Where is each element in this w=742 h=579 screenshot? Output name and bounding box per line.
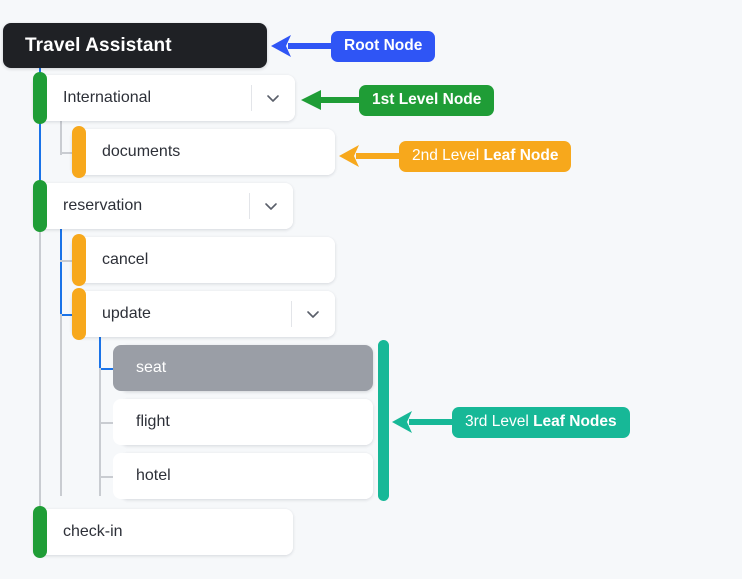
tree-node-seat[interactable]: seat xyxy=(113,345,373,391)
root-node[interactable]: Travel Assistant xyxy=(3,23,267,68)
annotation-label: 3rd Level Leaf Nodes xyxy=(452,407,630,438)
tree-node-hotel[interactable]: hotel xyxy=(113,453,373,499)
tree-node-flight[interactable]: flight xyxy=(113,399,373,445)
annotation-text-bold: Leaf Nodes xyxy=(533,413,617,430)
expand-toggle-international[interactable] xyxy=(251,75,295,121)
annotation-level1-node: 1st Level Node xyxy=(299,85,495,116)
tree-node-international[interactable]: International xyxy=(33,72,295,124)
expand-toggle-update[interactable] xyxy=(291,291,335,337)
tree-node-label: check-in xyxy=(63,523,123,540)
connector-spine-reservation xyxy=(60,228,62,316)
connector-stub-flight xyxy=(99,422,121,424)
node-level-bar xyxy=(33,180,47,232)
annotation-text-bold: Root Node xyxy=(344,37,423,54)
annotation-arrow-left-icon xyxy=(339,145,399,168)
node-level-bar xyxy=(72,234,86,286)
connector-stub-cancel xyxy=(60,260,82,262)
chevron-down-icon xyxy=(305,306,321,322)
annotation-arrow-left-icon xyxy=(301,90,359,111)
annotation-arrow-left-icon xyxy=(392,411,452,434)
annotation-arrow-left-icon xyxy=(271,35,331,58)
annotation-label: Root Node xyxy=(331,31,436,62)
tree-node-update[interactable]: update xyxy=(72,288,335,340)
divider xyxy=(291,301,292,327)
chevron-down-icon xyxy=(263,198,279,214)
tree-node-label: hotel xyxy=(136,467,171,484)
level3-group-bracket xyxy=(378,340,389,501)
node-level-bar xyxy=(72,288,86,340)
annotation-level3-leaf-nodes: 3rd Level Leaf Nodes xyxy=(390,407,630,438)
tree-node-label: update xyxy=(102,305,151,322)
root-node-label: Travel Assistant xyxy=(25,34,172,56)
tree-node-reservation[interactable]: reservation xyxy=(33,180,293,232)
node-level-bar xyxy=(33,506,47,558)
connector-stub-update xyxy=(60,314,82,316)
expand-toggle-reservation[interactable] xyxy=(249,183,293,229)
annotation-text-bold: Leaf Node xyxy=(483,147,559,164)
connector-trunk-inactive xyxy=(39,206,41,531)
chevron-down-icon xyxy=(265,90,281,106)
connector-trunk-active xyxy=(39,68,41,208)
annotation-level2-leaf-node: 2nd Level Leaf Node xyxy=(337,141,572,172)
divider xyxy=(249,193,250,219)
annotation-text-normal: 3rd Level xyxy=(465,413,534,430)
divider xyxy=(251,85,252,111)
connector-spine-international xyxy=(60,120,62,155)
node-level-bar xyxy=(33,72,47,124)
annotation-label: 1st Level Node xyxy=(359,85,495,116)
tree-node-label: reservation xyxy=(63,197,143,214)
annotation-text-normal: 2nd Level xyxy=(412,147,484,164)
tree-node-documents[interactable]: documents xyxy=(72,126,335,178)
tree-node-check-in[interactable]: check-in xyxy=(33,506,293,558)
connector-spine-update xyxy=(99,336,101,369)
tree-node-label: flight xyxy=(136,413,170,430)
annotation-root-node: Root Node xyxy=(269,31,436,62)
tree-node-label: seat xyxy=(136,359,167,376)
connector-spine-reservation-tail xyxy=(60,314,62,496)
connector-stub-documents xyxy=(60,152,82,154)
connector-stub-seat xyxy=(99,368,121,370)
tree-node-label: documents xyxy=(102,143,181,160)
tree-node-label: cancel xyxy=(102,251,149,268)
annotation-text-bold: 1st Level Node xyxy=(372,91,482,108)
tree-node-cancel[interactable]: cancel xyxy=(72,234,335,286)
connector-stub-hotel xyxy=(99,476,121,478)
tree-node-label: International xyxy=(63,89,152,106)
annotation-label: 2nd Level Leaf Node xyxy=(399,141,572,172)
node-level-bar xyxy=(72,126,86,178)
connector-spine-update-tail xyxy=(99,368,101,496)
